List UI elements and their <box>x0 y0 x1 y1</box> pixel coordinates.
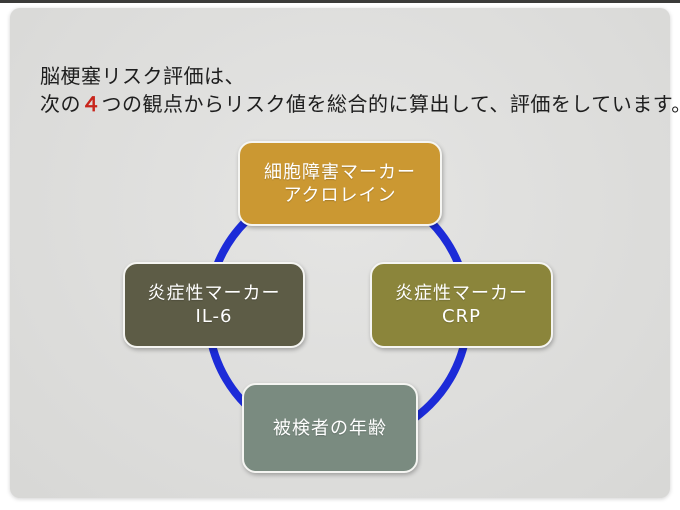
title-line-1: 脳梗塞リスク評価は、 <box>40 64 245 88</box>
node-cell-damage-marker: 細胞障害マーカー アクロレイン <box>238 141 442 226</box>
slide-panel: 脳梗塞リスク評価は、 次の４つの観点からリスク値を総合的に算出して、評価をしてい… <box>10 8 680 498</box>
slide-title: 脳梗塞リスク評価は、 次の４つの観点からリスク値を総合的に算出して、評価をしてい… <box>40 62 680 118</box>
title-line-2: 次の４つの観点からリスク値を総合的に算出して、評価をしています。 <box>40 90 680 118</box>
node-label-line1: 被検者の年齢 <box>273 417 387 439</box>
top-border-strip <box>0 0 680 3</box>
node-inflammation-marker-il6: 炎症性マーカー IL-6 <box>123 262 305 348</box>
node-subject-age: 被検者の年齢 <box>242 383 418 473</box>
node-label-line2: IL-6 <box>195 306 233 327</box>
title-line-2-post: つの観点からリスク値を総合的に算出して、評価をしています。 <box>101 92 680 116</box>
cycle-diagram: 細胞障害マーカー アクロレイン 炎症性マーカー IL-6 炎症性マーカー CRP… <box>10 8 670 498</box>
node-label-line1: 炎症性マーカー <box>147 283 281 304</box>
node-label-line2: アクロレイン <box>283 184 397 206</box>
node-label-line2: CRP <box>442 306 481 327</box>
title-line-2-pre: 次の <box>40 92 81 116</box>
title-highlight-number: ４ <box>81 92 102 116</box>
node-label-line1: 細胞障害マーカー <box>264 161 416 183</box>
node-inflammation-marker-crp: 炎症性マーカー CRP <box>370 262 553 348</box>
node-label-line1: 炎症性マーカー <box>395 283 528 304</box>
